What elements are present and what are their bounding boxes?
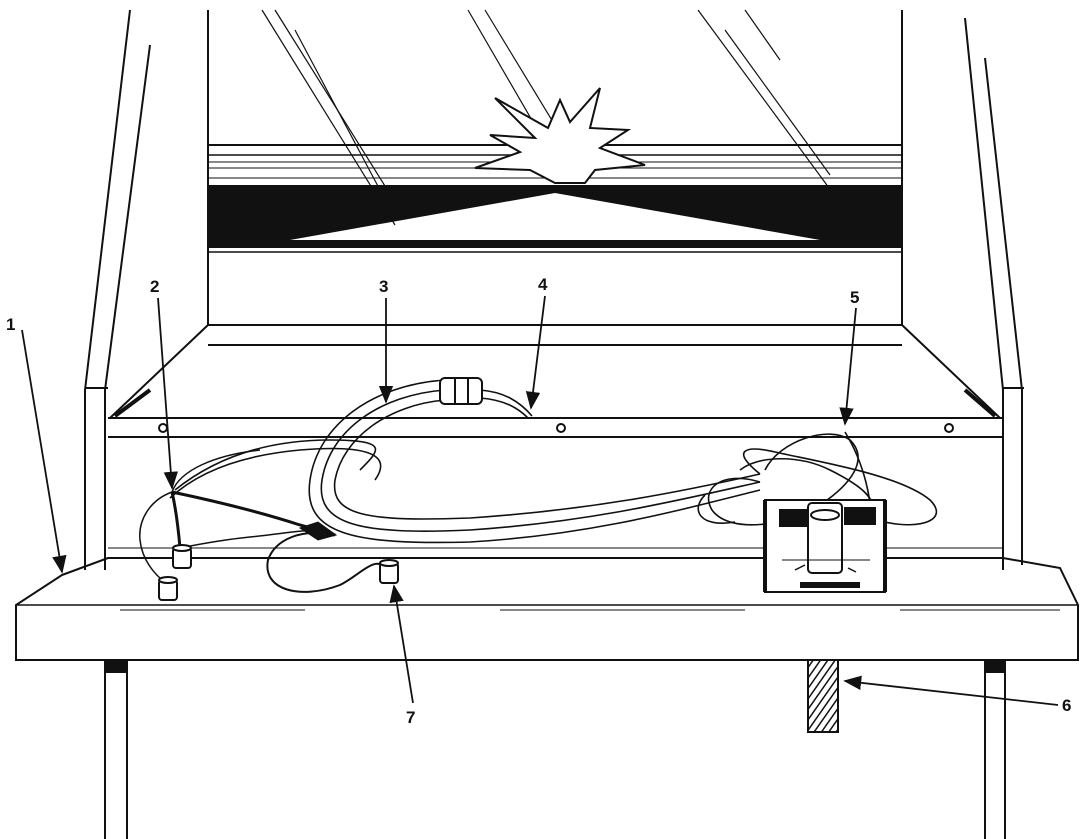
callout-6: 6 [1062, 696, 1071, 715]
cabinet-frame [84, 9, 1024, 570]
work-tray [108, 324, 1003, 438]
callout-1: 1 [6, 315, 15, 334]
cable-bundle [169, 379, 761, 544]
cord-junction-left [139, 449, 386, 593]
leader-line-4 [525, 295, 546, 410]
callout-4: 4 [538, 275, 548, 294]
callout-7: 7 [406, 708, 415, 727]
leader-line-5 [839, 307, 857, 426]
plug-cap [158, 544, 399, 601]
leader-line-6 [843, 675, 1059, 706]
leader-line-2 [157, 297, 178, 490]
threaded-support-rod [807, 659, 839, 733]
callout-5: 5 [850, 288, 859, 307]
callout-2: 2 [150, 277, 159, 296]
glass-starburst [474, 87, 646, 184]
support-legs [104, 659, 1006, 839]
callout-labels: 1 2 3 4 5 6 7 [6, 275, 1071, 727]
leader-line-1 [21, 329, 67, 574]
window-sash [208, 9, 902, 253]
leader-line-7 [389, 584, 414, 704]
cable-coupler [439, 377, 483, 405]
connector-block [763, 499, 887, 593]
callout-3: 3 [379, 277, 388, 296]
leader-lines [21, 295, 1059, 706]
